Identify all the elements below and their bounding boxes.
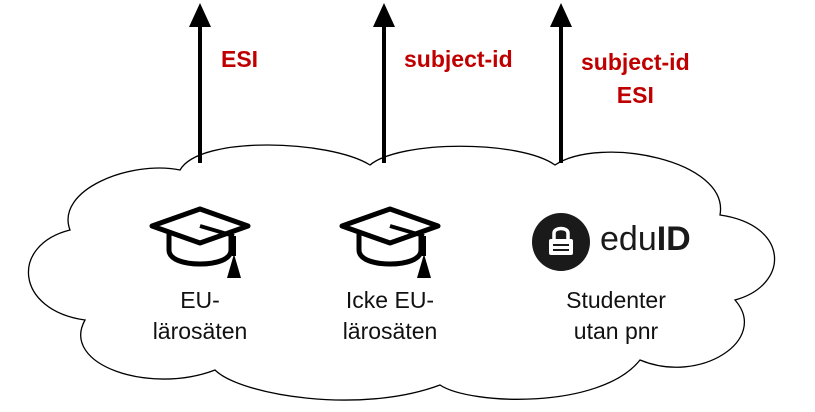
arrow-subject-id	[373, 3, 395, 163]
node-label-line: Studenter	[566, 287, 666, 313]
flow-label-esi: ESI	[221, 46, 259, 72]
eduid-logo-text: eduID	[600, 220, 691, 259]
node-label-students: Studenter utan pnr	[546, 285, 686, 347]
graduation-cap-icon	[149, 206, 251, 278]
arrow-subject-id-esi	[550, 3, 572, 163]
node-label-line: lärosäten	[152, 318, 248, 344]
node-label-non-eu: Icke EU- lärosäten	[320, 285, 460, 347]
flow-label-line: subject-id	[581, 49, 690, 75]
graduation-cap-icon	[339, 206, 441, 278]
eduid-lock-icon	[532, 213, 590, 271]
flow-label-line: ESI	[616, 82, 654, 108]
flow-label-subject-id: subject-id	[404, 46, 513, 72]
cloud-shape	[27, 144, 776, 401]
arrow-esi	[189, 3, 211, 163]
flow-label-subject-id-esi: subject-id ESI	[581, 46, 690, 112]
node-label-line: lärosäten	[342, 318, 438, 344]
node-label-line: Icke EU-	[345, 287, 435, 313]
logo-part-edu: edu	[600, 220, 657, 258]
node-label-line: EU-	[180, 287, 220, 313]
node-label-line: utan pnr	[573, 318, 659, 344]
logo-part-id: ID	[656, 220, 691, 258]
node-label-eu: EU- lärosäten	[140, 285, 260, 347]
